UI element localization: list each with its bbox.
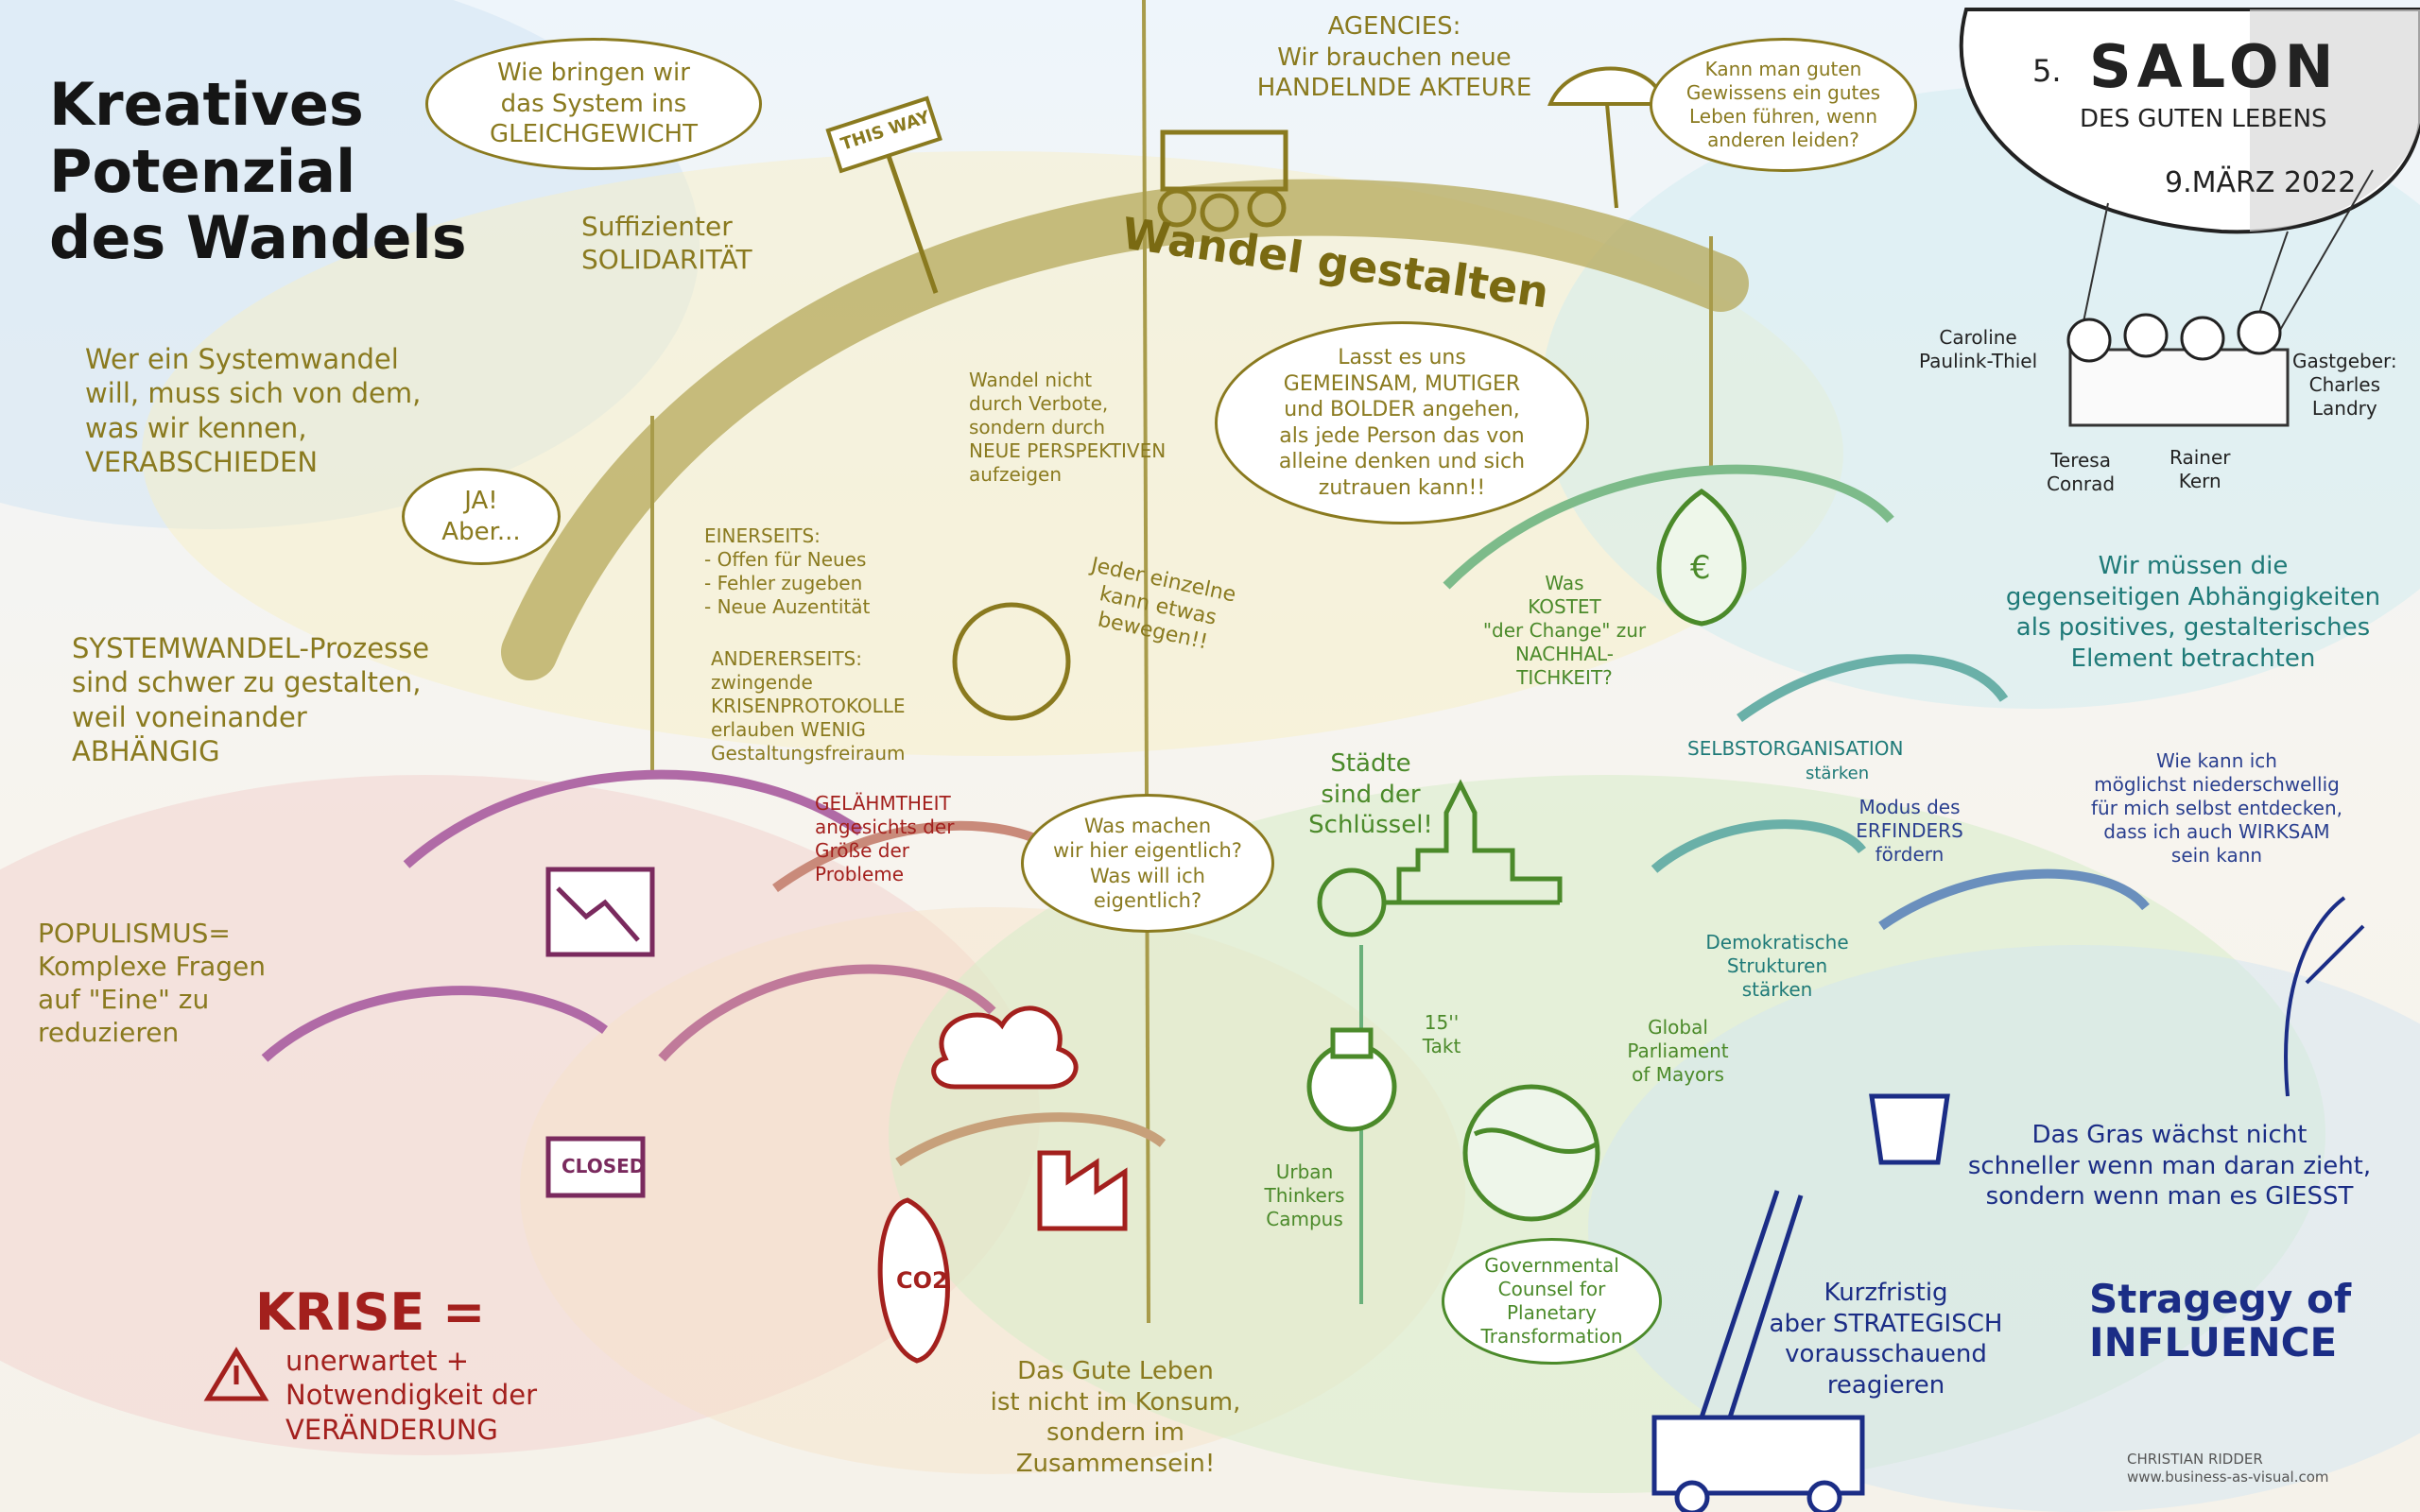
cyan-wash bbox=[1541, 85, 2420, 709]
money-bag-icon: € bbox=[1656, 488, 1747, 627]
person-rainer: Rainer Kern bbox=[2169, 446, 2231, 492]
event-date: 9.MÄRZ 2022 bbox=[2165, 166, 2357, 199]
footprint-icon bbox=[877, 1197, 950, 1364]
closed-sign-icon bbox=[545, 1136, 646, 1198]
bubble-ja-aber: JA! Aber... bbox=[402, 468, 561, 565]
balloon-rope bbox=[2079, 202, 2109, 341]
svg-text:€: € bbox=[1690, 549, 1711, 587]
text-prozesse: SYSTEMWANDEL-Prozesse sind schwer zu ges… bbox=[72, 632, 430, 767]
plum-arc-mid bbox=[658, 964, 996, 1062]
text-gelaehmtheit: GELÄHMTHEIT angesichts der Größe der Pro… bbox=[815, 792, 955, 885]
text-einerseits: EINERSEITS: - Offen für Neues - Fehler z… bbox=[704, 524, 871, 618]
teal-arc-lower bbox=[1651, 819, 1866, 873]
bubble-was-machen: Was machen wir hier eigentlich? Was will… bbox=[1021, 794, 1274, 933]
text-kurzfristig: Kurzfristig aber STRATEGISCH vorausschau… bbox=[1769, 1279, 2003, 1400]
person-teresa: Teresa Conrad bbox=[2047, 449, 2116, 495]
text-staedte: Städte sind der Schlüssel! bbox=[1308, 749, 1433, 839]
hamster-wheel-icon bbox=[952, 602, 1071, 721]
text-krise-sub: unerwartet + Notwendigkeit der VERÄNDERU… bbox=[285, 1345, 538, 1446]
factory-icon bbox=[1037, 1150, 1128, 1231]
blue-arc-right bbox=[1878, 868, 2150, 931]
text-gute-leben: Das Gute Leben ist nicht im Konsum, sond… bbox=[990, 1357, 1241, 1478]
host-faces-icon bbox=[2066, 310, 2282, 363]
text-niederschwellig: Wie kann ich möglichst niederschwellig f… bbox=[2091, 749, 2342, 867]
balloon-shadow bbox=[2250, 9, 2420, 232]
text-selbstorg: SELBSTORGANISATION bbox=[1687, 737, 1904, 760]
bubble-governmental: Governmental Counsel for Planetary Trans… bbox=[1442, 1238, 1662, 1365]
text-systemwandel: Wer ein Systemwandel will, muss sich von… bbox=[85, 343, 422, 478]
mobile-string-top bbox=[1142, 0, 1150, 1324]
red-wash bbox=[0, 775, 1040, 1455]
closed-sign-label: CLOSED bbox=[562, 1155, 646, 1177]
text-populismus: POPULISMUS= Komplexe Fragen auf "Eine" z… bbox=[38, 918, 266, 1048]
text-global: Global Parliament of Mayors bbox=[1627, 1016, 1729, 1086]
this-way-sign-icon bbox=[825, 95, 942, 294]
purple-arc-top bbox=[403, 769, 863, 868]
globe-icon bbox=[1462, 1084, 1600, 1222]
key-city-icon bbox=[1317, 779, 1563, 937]
event-number: 5. bbox=[2032, 53, 2062, 89]
balloon-rope bbox=[2268, 169, 2374, 351]
text-takt: 15'' Takt bbox=[1422, 1011, 1461, 1057]
text-kostet: Was KOSTET "der Change" zur NACHHAL- TIC… bbox=[1482, 572, 1647, 689]
warning-triangle-icon bbox=[203, 1347, 269, 1401]
teal-arc-mid bbox=[1737, 654, 2009, 723]
text-urban: Urban Thinkers Campus bbox=[1264, 1160, 1345, 1230]
text-gras: Das Gras wächst nicht schneller wenn man… bbox=[1967, 1121, 2372, 1211]
lightbulb-icon bbox=[1306, 1027, 1397, 1132]
person-host: Gastgeber: Charles Landry bbox=[2292, 350, 2397, 420]
text-krise: KRISE = bbox=[255, 1282, 486, 1342]
balloon-basket bbox=[2068, 348, 2290, 427]
purple-arc-left bbox=[261, 986, 608, 1062]
page-title: Kreatives Potenzial des Wandels bbox=[49, 70, 467, 273]
event-subtitle: DES GUTEN LEBENS bbox=[2080, 105, 2327, 133]
text-credit: CHRISTIAN RIDDER www.business-as-visual.… bbox=[2127, 1451, 2329, 1486]
young-plant-icon bbox=[2284, 896, 2365, 1097]
text-solidaritaet: Suffizienter SOLIDARITÄT bbox=[581, 211, 752, 275]
text-staerken: stärken bbox=[1806, 764, 1870, 783]
orange-arc-bottom bbox=[895, 1112, 1167, 1167]
co2-label: CO2 bbox=[896, 1267, 948, 1294]
bucket-icon bbox=[1869, 1093, 1950, 1165]
bubble-gewissen: Kann man guten Gewissens ein gutes Leben… bbox=[1650, 38, 1917, 172]
lightblue-wash bbox=[1588, 945, 2420, 1512]
text-erfinder: Modus des ERFINDERS fördern bbox=[1856, 796, 1963, 866]
bubble-gleichgewicht: Wie bringen wir das System ins GLEICHGEW… bbox=[425, 38, 762, 170]
green-arc-top bbox=[1443, 464, 1894, 590]
falling-chart-icon bbox=[545, 867, 655, 957]
text-agencies: AGENCIES: Wir brauchen neue HANDELNDE AK… bbox=[1256, 12, 1532, 102]
text-verbote: Wandel nicht durch Verbote, sondern durc… bbox=[969, 369, 1167, 486]
wandel-arc bbox=[501, 179, 1749, 680]
text-strategy: Stragegy of INFLUENCE bbox=[2089, 1276, 2352, 1366]
person-caroline: Caroline Paulink-Thiel bbox=[1919, 326, 2038, 372]
text-abhaengigkeiten: Wir müssen die gegenseitigen Abhängigkei… bbox=[2005, 552, 2381, 673]
cloud-icon bbox=[931, 1005, 1079, 1090]
fire-truck-icon bbox=[1651, 1190, 1865, 1512]
bubble-gemeinsam: Lasst es uns GEMEINSAM, MUTIGER und BOLD… bbox=[1215, 321, 1589, 524]
cart-icon bbox=[1157, 129, 1288, 232]
text-andererseits: ANDERERSEITS: zwingende KRISENPROTOKOLLE… bbox=[711, 647, 906, 765]
text-demokratische: Demokratische Strukturen stärken bbox=[1705, 931, 1849, 1001]
event-name: SALON bbox=[2089, 32, 2340, 101]
